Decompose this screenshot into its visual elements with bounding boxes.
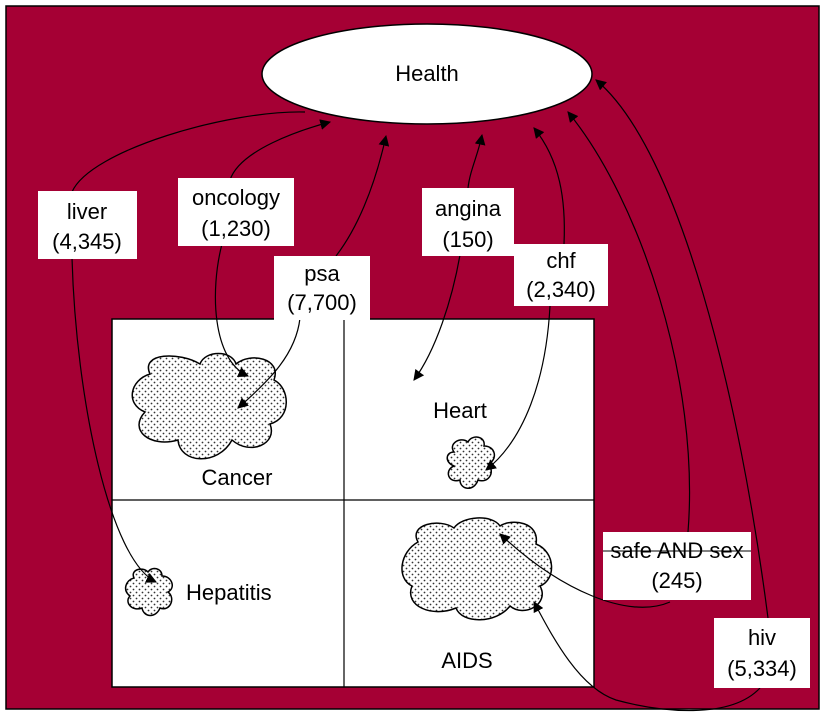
heart-cloud	[446, 436, 496, 489]
oncology-to-cancer-arrow	[214, 243, 249, 377]
safe-sex-to-health-arrow	[567, 111, 691, 533]
cancer-cloud	[131, 352, 287, 460]
heart-label: Heart	[433, 398, 487, 423]
aids-label: AIDS	[441, 648, 492, 673]
health-label: Health	[395, 61, 459, 86]
angina-to-health-arrow	[467, 133, 486, 189]
psa-to-cancer-arrow	[237, 317, 301, 409]
query-count: (245)	[651, 568, 702, 593]
safe-sex-to-aids-arrow	[499, 533, 671, 608]
psa-to-health-arrow	[335, 134, 390, 257]
query-count: (4,345)	[52, 229, 122, 254]
hiv-to-health-arrow	[595, 79, 769, 619]
connectors	[71, 79, 769, 712]
query-count: (7,700)	[287, 290, 357, 315]
hepatitis-label: Hepatitis	[186, 580, 272, 605]
hepatitis-cloud	[124, 567, 173, 617]
query-count: (5,334)	[727, 656, 797, 681]
query-term: oncology	[192, 185, 280, 210]
query-count: (2,340)	[526, 277, 596, 302]
query-term: psa	[304, 261, 340, 286]
cancer-label: Cancer	[202, 465, 273, 490]
query-safe-and-sex: safe AND sex (245)	[603, 532, 751, 600]
query-angina: angina (150)	[422, 188, 514, 256]
chf-to-health-arrow	[533, 127, 565, 245]
query-hiv: hiv (5,334)	[714, 618, 810, 688]
query-term: chf	[546, 248, 576, 273]
query-term: liver	[67, 199, 107, 224]
query-liver: liver (4,345)	[38, 191, 137, 259]
query-count: (1,230)	[201, 216, 271, 241]
query-count: (150)	[442, 227, 493, 252]
angina-to-heart-arrow	[413, 254, 461, 381]
query-term: angina	[435, 196, 502, 221]
health-node: Health	[261, 23, 593, 125]
liver-to-hepatitis-arrow	[71, 257, 157, 583]
oncology-to-health-arrow	[229, 119, 332, 181]
query-psa: psa (7,700)	[274, 256, 370, 320]
query-term: hiv	[748, 625, 776, 650]
liver-to-health-arrow	[71, 111, 306, 193]
chf-to-heart-arrow	[485, 305, 551, 471]
hiv-to-aids-arrow	[533, 601, 761, 712]
query-chf: chf (2,340)	[514, 244, 608, 306]
query-oncology: oncology (1,230)	[178, 178, 294, 246]
aids-cloud	[401, 517, 553, 621]
